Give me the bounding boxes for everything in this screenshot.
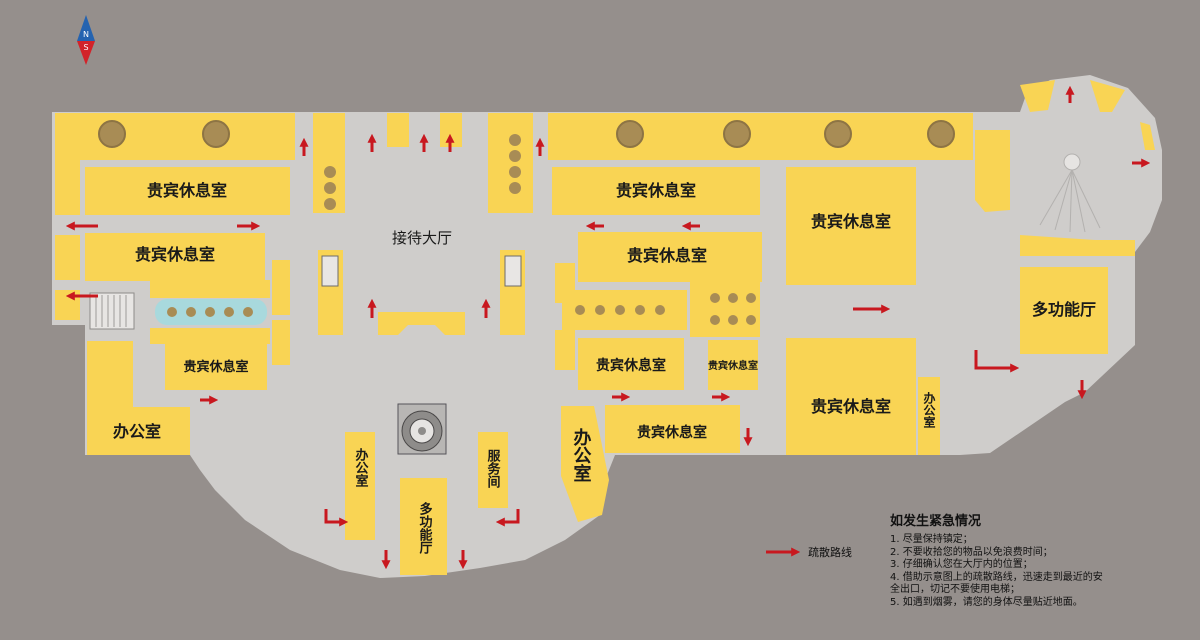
label-service: 服务间 bbox=[485, 449, 501, 489]
notice-line-5: 全出口，切记不要使用电梯； bbox=[890, 584, 1020, 596]
label-vip-9: 贵宾休息室 bbox=[811, 212, 891, 231]
evacuation-arrows bbox=[65, 85, 1151, 570]
round-tables bbox=[98, 120, 955, 148]
staircase bbox=[89, 292, 135, 330]
notice-line-2: 2. 不要收拾您的物品以免浪费时间； bbox=[890, 546, 1053, 558]
label-office-2: 办公室 bbox=[922, 391, 936, 429]
label-office-3: 办公室 bbox=[571, 427, 592, 482]
room-blocks bbox=[55, 80, 1155, 575]
legend-label: 疏散路线 bbox=[808, 545, 852, 559]
label-vip-8: 贵宾休息室 bbox=[637, 424, 707, 441]
compass-north: N bbox=[83, 30, 89, 39]
notice-title: 如发生紧急情况 bbox=[890, 514, 982, 529]
label-vip-5: 贵宾休息室 bbox=[627, 246, 707, 265]
label-vip-4: 贵宾休息室 bbox=[616, 181, 696, 200]
label-vip-2: 贵宾休息室 bbox=[135, 245, 215, 264]
label-office-4: 办公室 bbox=[353, 447, 369, 488]
notice-line-6: 5. 如遇到烟雾，请您的身体尽量贴近地面。 bbox=[890, 596, 1083, 608]
label-vip-10: 贵宾休息室 bbox=[811, 397, 891, 416]
compass-south: S bbox=[83, 43, 88, 52]
emergency-notice: 如发生紧急情况 1. 尽量保持镇定； 2. 不要收拾您的物品以免浪费时间； 3.… bbox=[890, 510, 1190, 610]
label-multi-2: 多功能厅 bbox=[417, 501, 433, 555]
notice-line-1: 1. 尽量保持镇定； bbox=[890, 534, 973, 545]
notice-line-4: 4. 借助示意图上的疏散路线，迅速走到最近的安 bbox=[890, 571, 1103, 583]
label-vip-3: 贵宾休息室 bbox=[183, 359, 248, 375]
notice-line-3: 3. 仔细确认您在大厅内的位置； bbox=[890, 559, 1033, 571]
label-lobby: 接待大厅 bbox=[392, 229, 452, 247]
label-vip-6: 贵宾休息室 bbox=[596, 357, 666, 374]
round-hall bbox=[1039, 153, 1101, 233]
label-office-1: 办公室 bbox=[113, 422, 161, 441]
stools bbox=[324, 134, 756, 325]
label-multi-1: 多功能厅 bbox=[1032, 300, 1096, 319]
compass-icon: N S bbox=[77, 15, 95, 65]
elevators bbox=[321, 255, 522, 287]
spiral-stair bbox=[397, 403, 447, 455]
label-vip-1: 贵宾休息室 bbox=[147, 181, 227, 200]
label-vip-7: 贵宾休息室 bbox=[708, 359, 758, 372]
